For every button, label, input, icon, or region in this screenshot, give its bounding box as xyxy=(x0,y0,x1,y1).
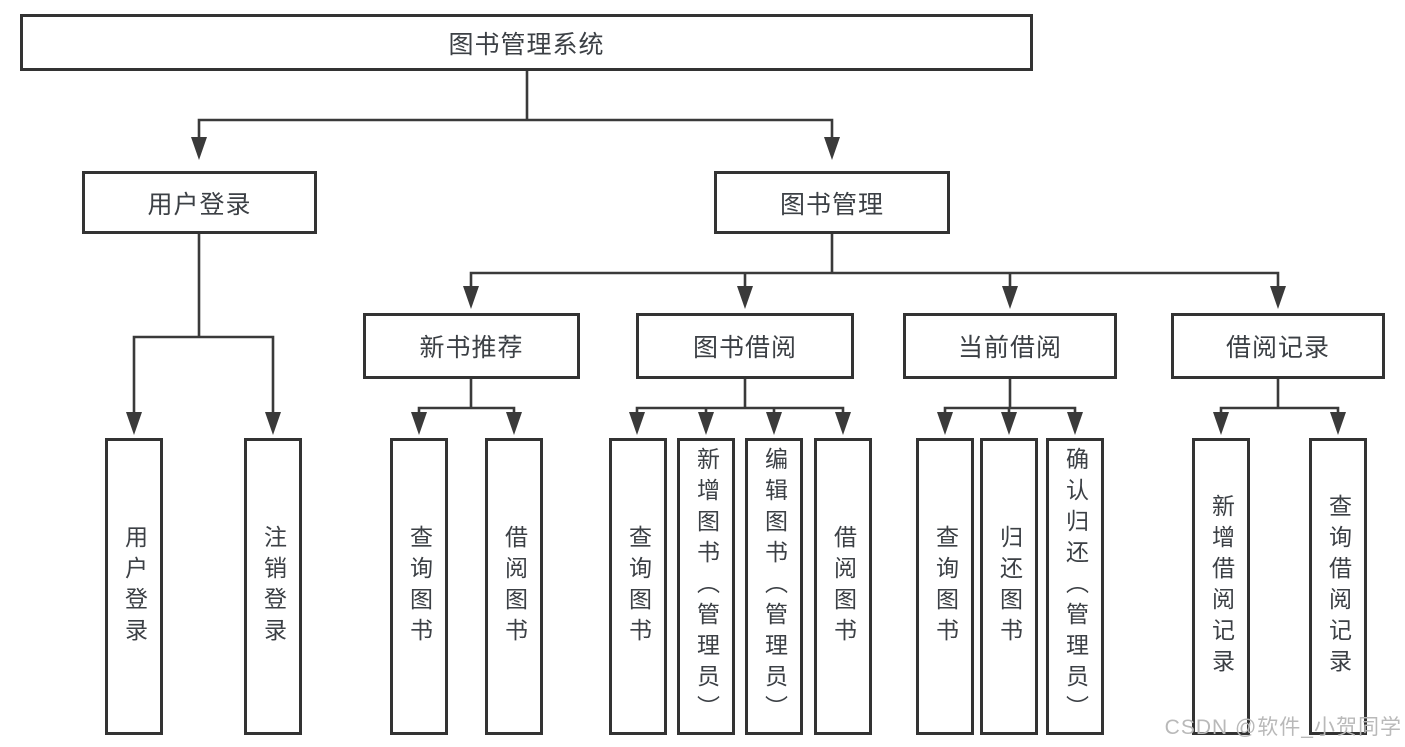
node-label: 当前借阅 xyxy=(957,334,1062,362)
tree-edges xyxy=(132,69,1340,416)
arrowhead-icon xyxy=(835,412,851,435)
node-borrowing-records: 借阅记录 xyxy=(1171,313,1385,379)
arrowhead-icon xyxy=(463,286,479,309)
node-label: 查询图书 xyxy=(406,524,433,649)
leaf-records-query-borrow-record: 查询借阅记录 xyxy=(1309,438,1367,735)
arrowhead-icon xyxy=(824,137,840,160)
arrowhead-icon xyxy=(629,412,645,435)
node-library-management-system: 图书管理系统 xyxy=(20,14,1033,71)
node-label: 图书管理 xyxy=(779,190,884,219)
node-label: 借阅记录 xyxy=(1225,334,1330,362)
node-label: 用户登录 xyxy=(121,524,148,649)
leaf-recommend-query-books: 查询图书 xyxy=(390,438,448,735)
leaf-borrowing-edit-books-admin: 编辑图书（管理员） xyxy=(745,438,803,735)
arrowheads xyxy=(126,137,1346,435)
leaf-current-return-books: 归还图书 xyxy=(980,438,1038,735)
leaf-recommend-borrow-books: 借阅图书 xyxy=(485,438,543,735)
node-label: 新增图书（管理员） xyxy=(693,447,720,726)
arrowhead-icon xyxy=(1067,412,1083,435)
leaf-borrowing-borrow-books: 借阅图书 xyxy=(814,438,872,735)
node-label: 注销登录 xyxy=(260,524,287,649)
arrowhead-icon xyxy=(1001,412,1017,435)
node-current-borrowing: 当前借阅 xyxy=(903,313,1117,379)
node-new-book-recommendation: 新书推荐 xyxy=(363,313,580,379)
node-label: 新增借阅记录 xyxy=(1208,493,1235,680)
node-label: 借阅图书 xyxy=(501,524,528,649)
arrowhead-icon xyxy=(766,412,782,435)
arrowhead-icon xyxy=(1330,412,1346,435)
node-user-login: 用户登录 xyxy=(82,171,317,234)
arrowhead-icon xyxy=(937,412,953,435)
node-label: 查询图书 xyxy=(625,524,652,649)
node-label: 借阅图书 xyxy=(830,524,857,649)
node-label: 图书借阅 xyxy=(692,334,797,362)
arrowhead-icon xyxy=(698,412,714,435)
leaf-records-add-borrow-record: 新增借阅记录 xyxy=(1192,438,1250,735)
leaf-current-query-books: 查询图书 xyxy=(916,438,974,735)
leaf-user-login: 用户登录 xyxy=(105,438,163,735)
node-label: 用户登录 xyxy=(147,190,252,219)
node-label: 编辑图书（管理员） xyxy=(761,447,788,726)
node-label: 查询图书 xyxy=(932,524,959,649)
arrowhead-icon xyxy=(1213,412,1229,435)
arrowhead-icon xyxy=(1270,286,1286,309)
leaf-current-confirm-return-admin: 确认归还（管理员） xyxy=(1046,438,1104,735)
node-book-management: 图书管理 xyxy=(714,171,950,234)
arrowhead-icon xyxy=(191,137,207,160)
node-label: 归还图书 xyxy=(996,524,1023,649)
csdn-watermark: CSDN @软件_小贺同学 xyxy=(1164,716,1402,739)
leaf-borrowing-query-books: 查询图书 xyxy=(609,438,667,735)
node-book-borrowing: 图书借阅 xyxy=(636,313,854,379)
leaf-borrowing-add-books-admin: 新增图书（管理员） xyxy=(677,438,735,735)
node-label: 图书管理系统 xyxy=(448,30,605,59)
arrowhead-icon xyxy=(411,412,427,435)
arrowhead-icon xyxy=(126,412,142,435)
arrowhead-icon xyxy=(265,412,281,435)
node-label: 新书推荐 xyxy=(419,334,524,362)
arrowhead-icon xyxy=(1002,286,1018,309)
arrowhead-icon xyxy=(737,286,753,309)
arrowhead-icon xyxy=(506,412,522,435)
leaf-logout: 注销登录 xyxy=(244,438,302,735)
node-label: 查询借阅记录 xyxy=(1325,493,1352,680)
node-label: 确认归还（管理员） xyxy=(1062,447,1089,726)
